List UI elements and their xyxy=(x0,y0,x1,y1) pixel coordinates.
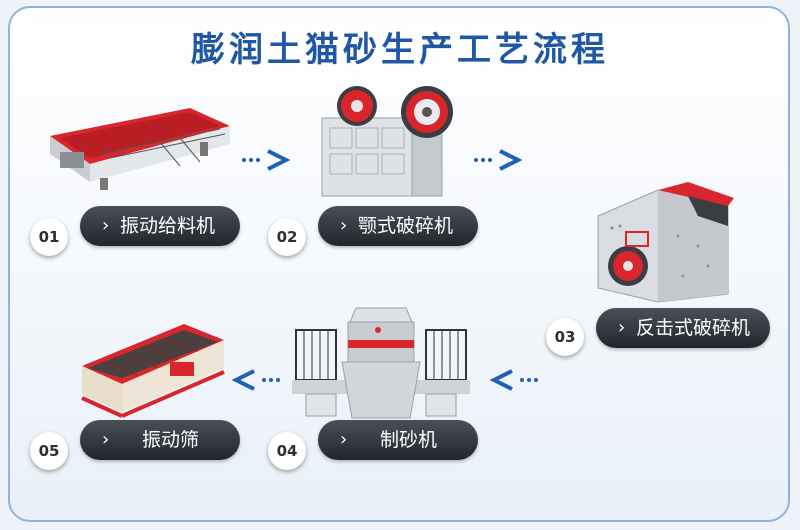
arrow-left-icon xyxy=(231,369,280,391)
step-label-03: › 反击式破碎机 xyxy=(596,308,770,348)
chevron-right-icon: › xyxy=(102,215,110,236)
step-label-text: 制砂机 xyxy=(380,429,438,451)
step-label-05: › 振动筛 xyxy=(80,420,240,460)
chevron-right-icon: › xyxy=(618,317,626,338)
page-title: 膨润土猫砂生产工艺流程 xyxy=(191,30,609,70)
step-label-04: › 制砂机 xyxy=(318,420,478,460)
step-label-02: › 颚式破碎机 xyxy=(318,206,478,246)
chevron-right-icon: › xyxy=(340,429,348,450)
vibrating-feeder-image xyxy=(40,96,240,196)
arrow-right-icon xyxy=(242,149,291,171)
step-badge-01: 01 xyxy=(30,218,68,256)
step-label-text: 振动筛 xyxy=(142,429,200,451)
step-badge-05: 05 xyxy=(30,432,68,470)
chevron-right-icon: › xyxy=(340,215,348,236)
impact-crusher-image xyxy=(588,176,738,306)
sand-making-machine-image xyxy=(286,300,476,430)
chevron-right-icon: › xyxy=(102,429,110,450)
arrow-right-icon xyxy=(474,149,523,171)
step-badge-02: 02 xyxy=(268,218,306,256)
vibrating-screen-image xyxy=(74,316,239,426)
step-badge-04: 04 xyxy=(268,432,306,470)
step-badge-03: 03 xyxy=(546,318,584,356)
step-label-text: 反击式破碎机 xyxy=(636,317,751,339)
arrow-left-icon xyxy=(489,369,538,391)
step-label-01: › 振动给料机 xyxy=(80,206,240,246)
step-label-text: 颚式破碎机 xyxy=(358,215,454,237)
jaw-crusher-image xyxy=(312,84,462,204)
step-label-text: 振动给料机 xyxy=(120,215,216,237)
